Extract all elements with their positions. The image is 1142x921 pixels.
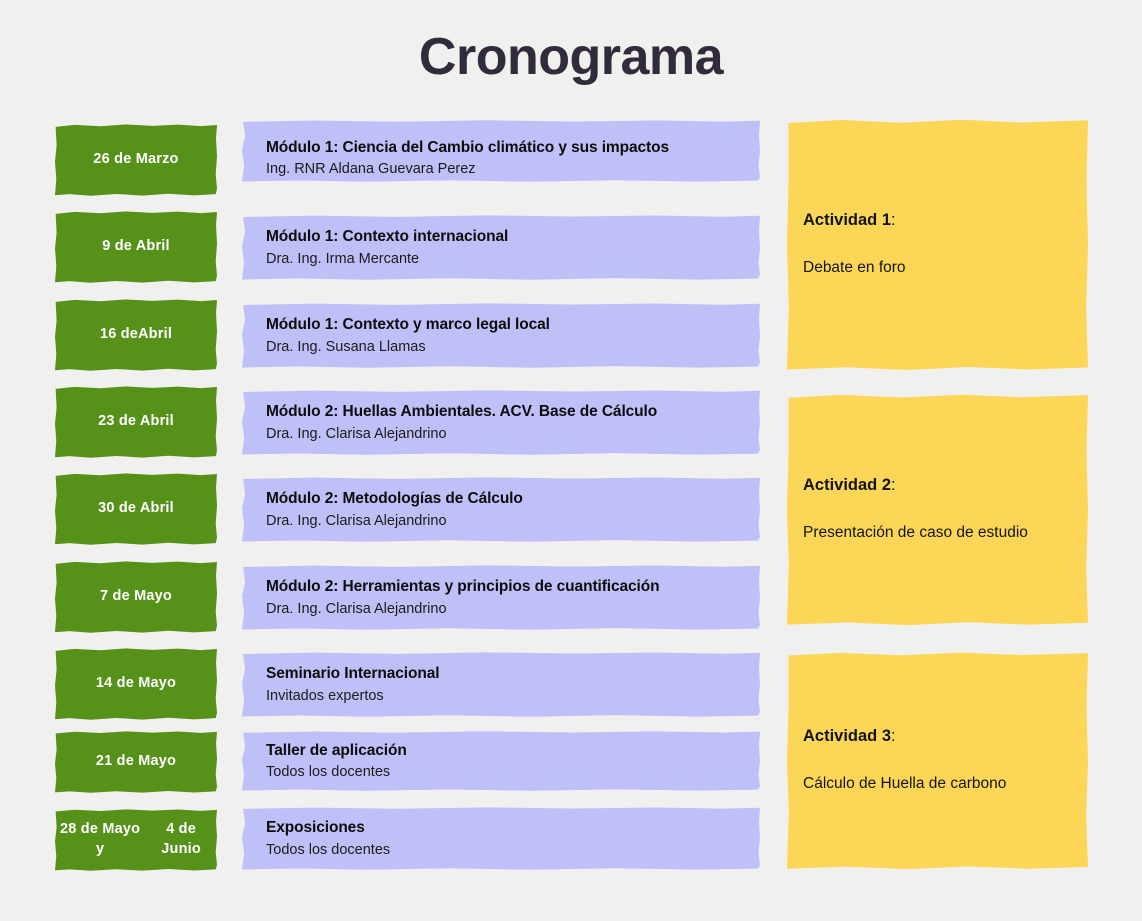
module-title: Módulo 2: Metodologías de Cálculo xyxy=(266,490,523,508)
activity-colon: : xyxy=(891,727,896,746)
activity-title: Actividad 1: xyxy=(803,211,1088,230)
activity-card-3: Actividad 3: Cálculo de Huella de carbon… xyxy=(787,652,1088,870)
activity-title: Actividad 2: xyxy=(803,476,1088,495)
module-title: Módulo 2: Huellas Ambientales. ACV. Base… xyxy=(266,403,658,421)
module-title: Módulo 1: Ciencia del Cambio climático y… xyxy=(266,139,669,156)
date-chip-4: 23 de Abril xyxy=(55,386,217,458)
date-chip-label: 21 de Mayo xyxy=(95,753,177,770)
module-title: Exposiciones xyxy=(266,819,365,837)
date-chip-label: 26 de Marzo xyxy=(93,151,179,168)
module-instructor: Ing. RNR Aldana Guevara Perez xyxy=(266,161,476,178)
date-chip-label-line1: 28 de Mayo y xyxy=(60,821,141,857)
module-instructor: Todos los docentes xyxy=(266,841,391,858)
module-title: Seminario Internacional xyxy=(266,665,440,683)
date-chip-2: 9 de Abril xyxy=(55,211,217,283)
date-chip-6: 7 de Mayo xyxy=(55,561,217,633)
module-instructor: Dra. Ing. Clarisa Alejandrino xyxy=(266,600,447,617)
module-instructor: Dra. Ing. Susana Llamas xyxy=(266,338,426,355)
activity-label: Actividad 1 xyxy=(803,211,892,230)
module-bar-8: Taller de aplicación Todos los docentes xyxy=(242,731,760,791)
date-chip-label: 7 de Mayo xyxy=(100,588,172,605)
date-chip-label: 30 de Abril xyxy=(98,500,174,517)
activity-card-1: Actividad 1: Debate en foro xyxy=(787,119,1088,370)
date-chip-1: 26 de Marzo xyxy=(55,124,217,196)
module-bar-9: Exposiciones Todos los docentes xyxy=(242,807,760,870)
module-bar-4: Módulo 2: Huellas Ambientales. ACV. Base… xyxy=(242,390,760,455)
activity-description: Debate en foro xyxy=(803,259,906,277)
date-chip-label-line2: 4 de Junio xyxy=(161,821,201,857)
activity-description: Presentación de caso de estudio xyxy=(803,524,1028,542)
module-instructor: Dra. Ing. Clarisa Alejandrino xyxy=(266,512,447,529)
module-bar-1: Módulo 1: Ciencia del Cambio climático y… xyxy=(242,120,760,182)
activity-description: Cálculo de Huella de carbono xyxy=(803,775,1007,793)
module-title: Módulo 2: Herramientas y principios de c… xyxy=(266,578,660,596)
activity-label: Actividad 3 xyxy=(803,727,892,746)
module-title: Módulo 1: Contexto internacional xyxy=(266,228,509,246)
activity-title: Actividad 3: xyxy=(803,727,1088,746)
date-chip-label: 16 deAbril xyxy=(99,326,173,343)
date-chip-label: 14 de Mayo xyxy=(95,675,177,692)
activity-card-2: Actividad 2: Presentación de caso de est… xyxy=(787,394,1088,626)
date-chip-7: 14 de Mayo xyxy=(55,648,217,720)
date-chip-label: 9 de Abril xyxy=(102,238,170,255)
date-chip-5: 30 de Abril xyxy=(55,473,217,545)
activity-colon: : xyxy=(891,211,896,230)
module-title: Taller de aplicación xyxy=(266,741,407,759)
module-title: Módulo 1: Contexto y marco legal local xyxy=(266,316,550,334)
module-instructor: Invitados expertos xyxy=(266,687,384,704)
activity-colon: : xyxy=(891,476,896,495)
date-chip-label: 23 de Abril xyxy=(98,413,174,430)
module-bar-5: Módulo 2: Metodologías de Cálculo Dra. I… xyxy=(242,477,760,542)
module-instructor: Dra. Ing. Clarisa Alejandrino xyxy=(266,425,447,442)
date-chip-8: 21 de Mayo xyxy=(55,731,217,793)
page-title: Cronograma xyxy=(418,28,724,86)
module-instructor: Todos los docentes xyxy=(266,764,391,781)
module-bar-7: Seminario Internacional Invitados expert… xyxy=(242,652,760,717)
date-chip-9: 28 de Mayo y 4 de Junio xyxy=(55,809,217,871)
module-bar-3: Módulo 1: Contexto y marco legal local D… xyxy=(242,303,760,368)
module-instructor: Dra. Ing. Irma Mercante xyxy=(266,250,420,267)
module-bar-6: Módulo 2: Herramientas y principios de c… xyxy=(242,565,760,630)
activity-label: Actividad 2 xyxy=(803,476,892,495)
module-bar-2: Módulo 1: Contexto internacional Dra. In… xyxy=(242,215,760,280)
date-chip-3: 16 deAbril xyxy=(55,299,217,371)
